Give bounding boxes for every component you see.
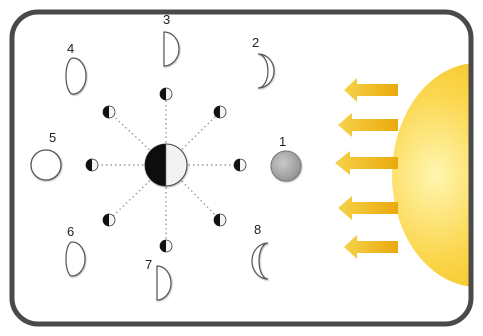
phase-label-1: 1: [279, 134, 286, 149]
phase-label-3: 3: [163, 12, 170, 27]
orbit-moon: [86, 159, 98, 171]
moon-phase-5: [31, 150, 61, 180]
moon-phase-8: [252, 243, 268, 279]
orbit-moon: [234, 159, 246, 171]
moon-phase-2: [258, 54, 274, 88]
phase-label-6: 6: [67, 224, 74, 239]
sunlight-arrow: [344, 235, 398, 259]
orbit-moon: [214, 214, 226, 226]
phase-label-4: 4: [67, 41, 74, 56]
moon-phase-1: [271, 151, 301, 181]
moon-phase-6: [66, 242, 85, 276]
phase-label-5: 5: [49, 130, 56, 145]
phase-label-2: 2: [252, 35, 259, 50]
orbit-moon: [160, 88, 172, 100]
sunlight-arrow: [335, 151, 398, 175]
earth: [145, 144, 187, 186]
moon-phase-7: [157, 266, 171, 300]
moon-phase-4: [66, 58, 86, 94]
orbit-moon: [160, 240, 172, 252]
phase-label-7: 7: [145, 257, 152, 272]
sunlight-arrow: [338, 196, 398, 220]
orbit-moon: [103, 106, 115, 118]
sunlight-arrow: [338, 113, 398, 137]
phase-label-8: 8: [254, 222, 261, 237]
sunlight-arrow: [344, 78, 398, 102]
orbit-moon: [214, 106, 226, 118]
moon-phase-3: [164, 32, 179, 66]
orbit-moon: [103, 214, 115, 226]
sunlight-arrows: [335, 78, 398, 259]
